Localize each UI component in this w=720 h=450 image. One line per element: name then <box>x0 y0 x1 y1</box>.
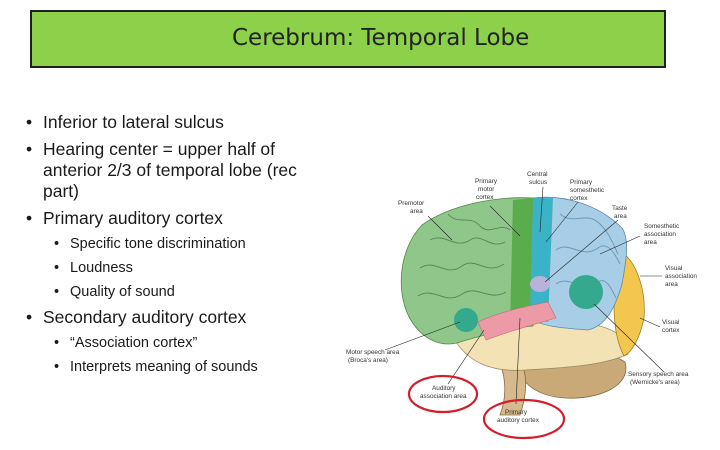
bullet-dot: • <box>54 284 60 300</box>
parietal-lobe <box>529 196 627 331</box>
sub-bullet-item: • Quality of sound <box>26 283 336 301</box>
bullet-text: Hearing center = upper half of <box>43 139 276 159</box>
bullet-dot: • <box>54 359 60 375</box>
bullet-dot: • <box>26 139 33 159</box>
bullet-text: anterior 2/3 of temporal lobe (rec <box>43 160 297 180</box>
label-premotor-line1: Premotor <box>398 200 425 207</box>
bullet-text: Primary auditory cortex <box>43 208 223 228</box>
label-broca-line2: (Broca's area) <box>348 357 388 364</box>
label-visual-assoc-line3: area <box>665 281 678 288</box>
bullet-item: • Inferior to lateral sulcus <box>26 112 336 133</box>
auditory-association-highlight <box>407 374 479 414</box>
label-primary-auditory-line2: auditory cortex <box>497 417 540 424</box>
title-bar: Cerebrum: Temporal Lobe <box>30 10 666 68</box>
primary-auditory-cortex <box>477 301 557 341</box>
label-visual-assoc-line2: association <box>665 273 697 280</box>
label-somesthetic-line1: Primary <box>570 179 593 186</box>
bullet-item: • Primary auditory cortex <box>26 208 336 229</box>
label-primary-motor-line2: motor <box>478 186 495 193</box>
label-taste-line2: area <box>614 213 627 220</box>
label-somesthetic-assoc-line1: Somesthetic <box>644 223 680 230</box>
sub-bullet-item: • “Association cortex” <box>26 334 336 352</box>
bullet-dot: • <box>54 335 60 351</box>
leader-lines <box>384 186 665 405</box>
bullet-text: Secondary auditory cortex <box>43 307 247 327</box>
sub-bullet-text: Specific tone discrimination <box>70 236 246 252</box>
label-somesthetic-line2: somesthetic <box>570 187 605 194</box>
brain-diagram: Premotor area Primary motor cortex Centr… <box>346 171 697 440</box>
slide-title: Cerebrum: Temporal Lobe <box>232 25 530 51</box>
frontal-lobe <box>400 197 534 345</box>
bullet-dot: • <box>26 112 33 132</box>
bullet-item: • Secondary auditory cortex <box>26 307 336 328</box>
label-primary-motor-line1: Primary <box>475 178 498 185</box>
label-primary-motor-line3: cortex <box>476 194 494 201</box>
bullet-text: part) <box>43 181 79 201</box>
label-auditory-assoc-line1: Auditory <box>432 385 456 392</box>
label-central-sulcus-line2: sulcus <box>529 179 547 186</box>
bullet-item: • Hearing center = upper half of <box>26 139 336 160</box>
taste-area <box>530 276 550 292</box>
sub-bullet-item: • Loudness <box>26 259 336 277</box>
bullet-list: • Inferior to lateral sulcus • Hearing cen… <box>26 112 336 382</box>
bullet-continuation: anterior 2/3 of temporal lobe (rec <box>26 160 336 181</box>
label-primary-auditory-line1: Primary <box>505 409 528 416</box>
bullet-text: Inferior to lateral sulcus <box>43 112 224 132</box>
label-somesthetic-assoc-line3: area <box>644 239 657 246</box>
sub-bullet-text: Loudness <box>70 260 133 276</box>
label-central-sulcus-line1: Central <box>527 171 548 178</box>
label-wernicke-line1: Sensory speech area <box>628 371 689 378</box>
label-visual-cortex-line2: cortex <box>662 327 680 334</box>
label-somesthetic-assoc-line2: association <box>644 231 676 238</box>
sub-bullet-text: “Association cortex” <box>70 335 198 351</box>
sub-bullet-item: • Interprets meaning of sounds <box>26 358 336 376</box>
label-wernicke-line2: (Wernicke's area) <box>630 379 680 386</box>
wernicke-area <box>569 275 603 309</box>
label-taste-line1: Taste <box>612 205 628 212</box>
gyri-texture <box>417 213 511 299</box>
broca-area <box>454 308 478 332</box>
label-visual-assoc-line1: Visual <box>665 265 682 272</box>
bullet-dot: • <box>54 236 60 252</box>
bullet-dot: • <box>54 260 60 276</box>
primary-auditory-highlight <box>482 398 566 440</box>
label-somesthetic-line3: cortex <box>570 195 588 202</box>
bullet-continuation: part) <box>26 181 336 202</box>
bullet-dot: • <box>26 208 33 228</box>
primary-motor-strip <box>510 198 533 328</box>
label-visual-cortex-line1: Visual <box>662 319 679 326</box>
label-premotor-line2: area <box>410 208 423 215</box>
sub-bullet-text: Quality of sound <box>70 284 175 300</box>
label-broca-line1: Motor speech area <box>346 349 400 356</box>
sub-bullet-text: Interprets meaning of sounds <box>70 359 258 375</box>
label-auditory-assoc-line2: association area <box>420 393 467 400</box>
bullet-dot: • <box>26 307 33 327</box>
sub-bullet-item: • Specific tone discrimination <box>26 235 336 253</box>
